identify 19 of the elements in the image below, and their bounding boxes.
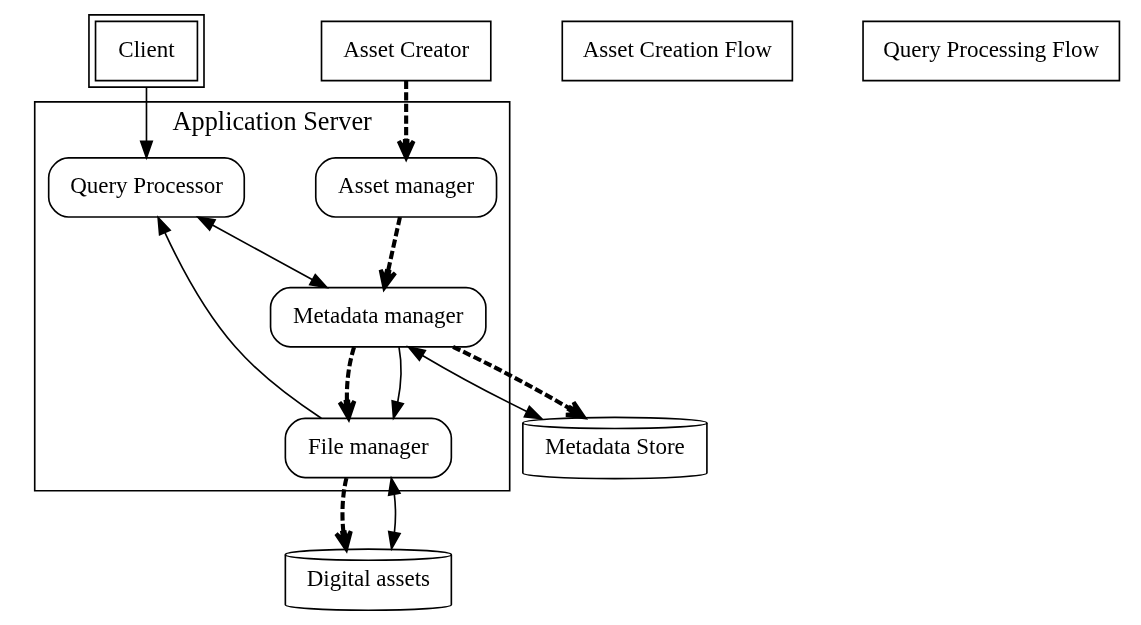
node-box: Asset Creator bbox=[320, 20, 492, 82]
arrow bbox=[378, 216, 402, 290]
arrow bbox=[195, 215, 330, 289]
arrow bbox=[396, 80, 416, 160]
arrow bbox=[337, 346, 357, 421]
node-box: File manager bbox=[284, 417, 453, 479]
arrow bbox=[387, 475, 402, 552]
node-box: Client bbox=[88, 14, 205, 88]
arrow bbox=[406, 345, 544, 420]
arrow bbox=[157, 215, 323, 420]
arrow bbox=[452, 345, 586, 420]
arrow bbox=[139, 86, 154, 161]
legend-label: Asset Creation Flow bbox=[582, 37, 772, 63]
node-box: Metadata manager bbox=[269, 286, 487, 348]
arrow bbox=[334, 477, 353, 551]
node-box: Query Processor bbox=[47, 157, 246, 218]
arrow bbox=[391, 346, 405, 421]
legend-label: Query Processing Flow bbox=[883, 37, 1100, 63]
node-box: Asset manager bbox=[314, 157, 498, 218]
